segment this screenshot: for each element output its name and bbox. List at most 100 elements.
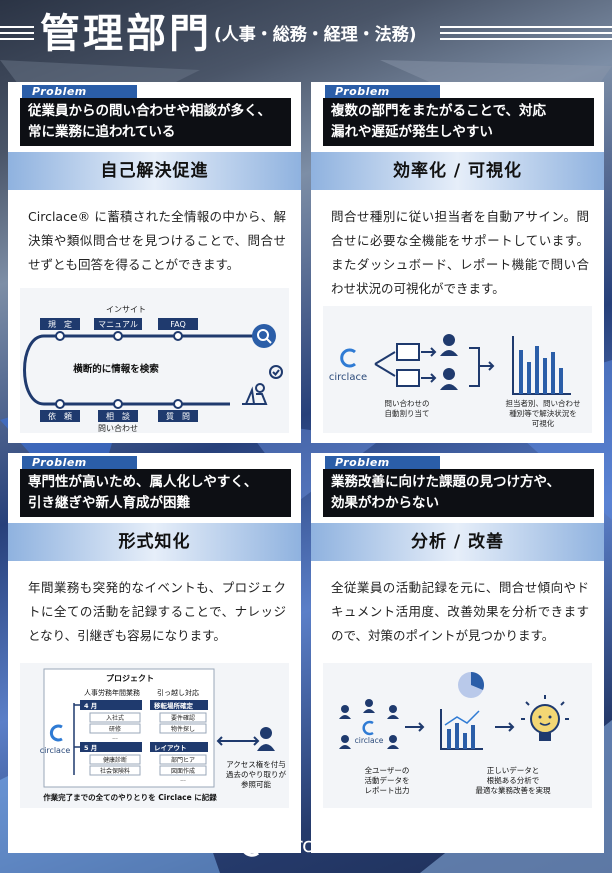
group-label: 4 月 [84,702,97,710]
request-label: 依 頼 [48,411,72,421]
group-label: 移転場所確定 [154,701,194,710]
problem-tag: Problem [325,85,440,99]
svg-text:circlace: circlace [329,372,367,383]
source-label: 規 定 [48,319,72,329]
export-caption: 全ユーザーの [365,765,410,775]
problem-tag: Problem [22,85,137,99]
source-label: FAQ [170,320,186,329]
user-icon [387,735,399,749]
ticket-icon [396,343,420,361]
task-item: 要件確認 [171,714,195,722]
solution-heading: 効率化 / 可視化 [311,152,604,190]
user-icon [387,705,399,719]
problem-line: 常に業務に追われている [28,124,176,140]
solution-heading: 分析 / 改善 [311,523,604,561]
pie-chart-icon [458,672,484,698]
export-caption: 活動データを [365,775,410,785]
solution-description: 年間業務も突発的なイベントも、プロジェクトに全ての活動を記録することで、ナレッジ… [28,580,286,643]
solution-heading: 自己解決促進 [8,152,301,190]
visual-caption: 種別等で解決状況を [509,408,577,418]
user-icon [363,699,375,713]
circlace-logo: circlace [355,720,384,745]
assign-caption: 問い合わせの [385,398,430,408]
card-analysis: Problem 業務改善に向けた課題の見つけ方や、 効果がわからない 分析 / … [311,453,604,853]
svg-text:circlace: circlace [355,736,384,745]
header-rule-right [440,26,612,40]
insight-label: インサイト [106,305,146,314]
improve-caption: 根拠ある分析で [487,775,540,785]
source-label: マニュアル [98,320,138,329]
circlace-logo: circlace [240,833,354,857]
search-illustration: インサイト 規 定 マニュアル FAQ 依 頼 相 談 質 問 横断的に情報を検… [20,288,289,433]
card-self-resolution: Problem 従業員からの問い合わせや相談が多く、 常に業務に追われている 自… [8,82,301,443]
user-icon [339,705,351,719]
person-laptop-icon [242,365,283,405]
page-title: 管理部門 [40,11,212,57]
problem-statement: 従業員からの問い合わせや相談が多く、 常に業務に追われている [20,98,291,146]
task-item: 健康診断 [103,756,127,764]
line-chart-icon [440,709,483,750]
bar-chart-icon [512,336,571,395]
search-caption: 横断的に情報を検索 [73,363,159,375]
problem-line: 引き継ぎや新人育成が困難 [28,495,190,511]
user-icon [339,735,351,749]
task-item: 社会保険料 [100,767,130,775]
ticket-icon [396,369,420,387]
record-caption: 作業完了までの全てのやりとりを Circlace に記録 [43,792,217,802]
more-dots: ... [112,734,118,741]
solution-description: Circlace® に蓄積された全情報の中から、解決策や類似問合せを見つけること… [28,209,286,272]
task-item: 部門ヒア [171,756,195,764]
problem-line: 業務改善に向けた課題の見つけ方や、 [331,474,561,490]
card-formal-knowledge: Problem 専門性が高いため、属人化しやすく、 引き継ぎや新人育成が困難 形… [8,453,301,853]
assignment-illustration: circlace 問い合わせの 自動割り当て 担当者別、問い合わせ 種別等で解決… [323,306,592,433]
card-efficiency: Problem 複数の部門をまたがることで、対応 漏れや遅延が発生しやすい 効率… [311,82,604,443]
problem-line: 従業員からの問い合わせや相談が多く、 [28,103,271,119]
search-icon [252,324,276,348]
lightbulb-icon [521,695,569,741]
access-caption: 参照可能 [241,779,271,789]
project-label: プロジェクト [106,673,154,683]
inquiry-caption: 問い合わせ [98,423,138,433]
task-item: 入社式 [106,714,124,722]
page-header: 管理部門 (人事・総務・経理・法務) [0,0,612,66]
person-icon [440,368,458,390]
task-item: 図面作成 [171,767,195,775]
analysis-illustration: circlace 全ユーザーの 活動データを [323,663,592,808]
footer-logo-text: circlace [278,833,354,857]
assign-caption: 自動割り当て [385,408,430,418]
project-illustration: プロジェクト circlace 人事労務年間業務 引っ越し対応 4 月 5 月 … [20,663,289,808]
problem-statement: 複数の部門をまたがることで、対応 漏れや遅延が発生しやすい [323,98,594,146]
circlace-logo: circlace [40,724,71,755]
problem-line: 効果がわからない [331,495,439,511]
problem-tag: Problem [22,456,137,470]
column-title: 人事労務年間業務 [84,688,140,697]
group-label: 5 月 [84,744,97,752]
problem-statement: 専門性が高いため、属人化しやすく、 引き継ぎや新人育成が困難 [20,469,291,517]
problem-tag: Problem [325,456,440,470]
request-label: 質 問 [166,411,190,421]
solution-description: 全従業員の活動記録を元に、問合せ傾向やドキュメント活用度、改善効果を分析できます… [331,580,589,643]
problem-line: 複数の部門をまたがることで、対応 [331,103,547,119]
person-icon [257,727,275,751]
task-item: 研修 [109,725,121,733]
request-label: 相 談 [106,411,130,421]
improve-caption: 最適な業務改善を実現 [476,785,551,795]
export-caption: レポート出力 [365,785,410,795]
header-rule-left [0,26,34,40]
page-subtitle: (人事・総務・経理・法務) [214,25,417,45]
problem-statement: 業務改善に向けた課題の見つけ方や、 効果がわからない [323,469,594,517]
more-dots: ... [180,776,186,783]
visual-caption: 担当者別、問い合わせ [506,398,581,408]
svg-text:circlace: circlace [40,746,71,755]
footer: circlace [0,823,612,873]
visual-caption: 可視化 [532,418,555,428]
access-caption: 過去のやり取りが [226,769,286,779]
solution-heading: 形式知化 [8,523,301,561]
person-icon [440,334,458,356]
solution-description: 問合せ種別に従い担当者を自動アサイン。問合せに必要な全機能をサポートしています。… [331,209,589,296]
column-title: 引っ越し対応 [157,688,199,697]
improve-caption: 正しいデータと [487,765,540,775]
circlace-logo: circlace [329,348,367,383]
access-caption: アクセス権を付与 [226,759,286,769]
task-item: 物件探し [171,725,195,733]
